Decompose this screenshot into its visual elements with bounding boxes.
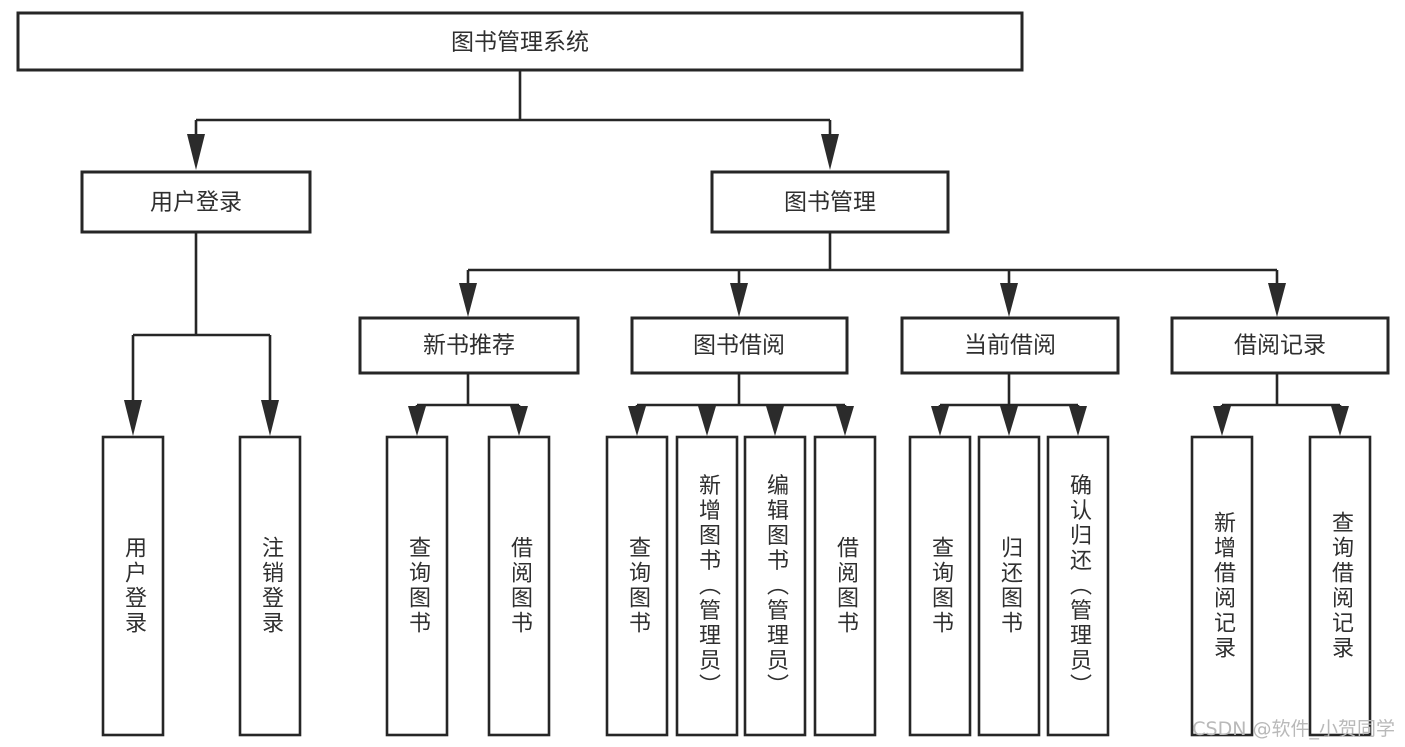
node-book-borrow[interactable]: 图书借阅	[630, 316, 849, 375]
leaf-query-book-1-box[interactable]	[385, 435, 449, 737]
leaf-user-login-box[interactable]	[101, 435, 165, 737]
leaf-add-record-label: 新增借阅记录	[1210, 511, 1236, 661]
leaf-confirm-return[interactable]: 确认归还（管理员）	[1046, 435, 1110, 737]
leaf-query-record-label: 查询借阅记录	[1328, 511, 1354, 661]
leaf-query-record-box[interactable]	[1308, 435, 1372, 737]
leaf-query-book-2-box[interactable]	[605, 435, 669, 737]
leaf-query-book-1[interactable]: 查询图书	[385, 435, 449, 737]
arrow-to-leaf-user-logout	[261, 400, 279, 436]
arrow-to-leaf-query-record	[1331, 406, 1349, 436]
node-root[interactable]: 图书管理系统	[16, 11, 1024, 72]
leaf-query-book-2[interactable]: 查询图书	[605, 435, 669, 737]
leaf-borrow-book-1-label: 借阅图书	[507, 536, 533, 636]
node-current-borrow[interactable]: 当前借阅	[900, 316, 1120, 375]
leaf-user-login-label: 用户登录	[121, 536, 147, 636]
leaf-return-book-label: 归还图书	[997, 536, 1023, 636]
leaf-add-book-box[interactable]	[675, 435, 739, 737]
leaf-query-book-1-label: 查询图书	[405, 536, 431, 636]
connector-layer	[124, 70, 1349, 436]
node-book-manage[interactable]: 图书管理	[710, 170, 950, 234]
node-user-login-label: 用户登录	[150, 190, 242, 216]
leaf-query-book-2-label: 查询图书	[625, 536, 651, 636]
arrow-to-book-manage	[821, 134, 839, 170]
arrow-to-user-login	[187, 134, 205, 170]
leaf-borrow-book-2-label: 借阅图书	[833, 536, 859, 636]
leaf-user-logout-label: 注销登录	[258, 536, 284, 636]
arrow-to-leaf-edit-book	[766, 406, 784, 436]
leaf-confirm-return-box[interactable]	[1046, 435, 1110, 737]
leaf-user-logout[interactable]: 注销登录	[238, 435, 302, 737]
arrow-to-new-book-recommend	[459, 283, 477, 317]
node-borrow-record-box[interactable]	[1170, 316, 1390, 375]
arrow-to-book-borrow	[730, 283, 748, 317]
node-book-manage-box[interactable]	[710, 170, 950, 234]
leaf-user-login[interactable]: 用户登录	[101, 435, 165, 737]
leaf-add-record-box[interactable]	[1190, 435, 1254, 737]
leaf-user-logout-box[interactable]	[238, 435, 302, 737]
node-current-borrow-box[interactable]	[900, 316, 1120, 375]
leaf-query-book-3[interactable]: 查询图书	[908, 435, 972, 737]
arrow-to-current-borrow	[1000, 283, 1018, 317]
leaf-confirm-return-label: 确认归还（管理员）	[1066, 474, 1092, 699]
arrow-to-leaf-add-book	[698, 406, 716, 436]
node-new-book-recommend-box[interactable]	[358, 316, 580, 375]
node-new-book-recommend[interactable]: 新书推荐	[358, 316, 580, 375]
leaf-query-record[interactable]: 查询借阅记录	[1308, 435, 1372, 737]
leaf-edit-book-label: 编辑图书（管理员）	[763, 474, 789, 699]
arrow-to-leaf-user-login	[124, 400, 142, 436]
leaf-query-book-3-label: 查询图书	[928, 536, 954, 636]
leaf-add-record[interactable]: 新增借阅记录	[1190, 435, 1254, 737]
arrow-to-leaf-query-book-1	[408, 406, 426, 436]
node-borrow-record-label: 借阅记录	[1234, 333, 1326, 359]
leaf-edit-book-box[interactable]	[743, 435, 807, 737]
node-user-login-box[interactable]	[80, 170, 312, 234]
node-root-box[interactable]	[16, 11, 1024, 72]
arrow-to-leaf-borrow-book-2	[836, 406, 854, 436]
node-user-login[interactable]: 用户登录	[80, 170, 312, 234]
leaf-query-book-3-box[interactable]	[908, 435, 972, 737]
leaf-return-book[interactable]: 归还图书	[977, 435, 1041, 737]
leaf-add-book-label: 新增图书（管理员）	[695, 474, 721, 699]
node-current-borrow-label: 当前借阅	[964, 333, 1056, 359]
arrow-to-borrow-record	[1268, 283, 1286, 317]
arrow-to-leaf-return-book	[1000, 406, 1018, 436]
node-book-manage-label: 图书管理	[784, 190, 876, 216]
leaf-add-book[interactable]: 新增图书（管理员）	[675, 435, 739, 737]
arrow-to-leaf-query-book-3	[931, 406, 949, 436]
arrow-to-leaf-confirm-return	[1069, 406, 1087, 436]
arrow-to-leaf-query-book-2	[628, 406, 646, 436]
leaf-borrow-book-1-box[interactable]	[487, 435, 551, 737]
leaf-borrow-book-1[interactable]: 借阅图书	[487, 435, 551, 737]
leaf-borrow-book-2-box[interactable]	[813, 435, 877, 737]
leaf-return-book-box[interactable]	[977, 435, 1041, 737]
arrow-to-leaf-add-record	[1213, 406, 1231, 436]
node-book-borrow-box[interactable]	[630, 316, 849, 375]
node-borrow-record[interactable]: 借阅记录	[1170, 316, 1390, 375]
node-book-borrow-label: 图书借阅	[693, 333, 785, 359]
arrow-to-leaf-borrow-book-1	[510, 406, 528, 436]
node-root-label: 图书管理系统	[451, 30, 589, 56]
node-new-book-recommend-label: 新书推荐	[423, 333, 515, 359]
leaf-borrow-book-2[interactable]: 借阅图书	[813, 435, 877, 737]
leaf-edit-book[interactable]: 编辑图书（管理员）	[743, 435, 807, 737]
